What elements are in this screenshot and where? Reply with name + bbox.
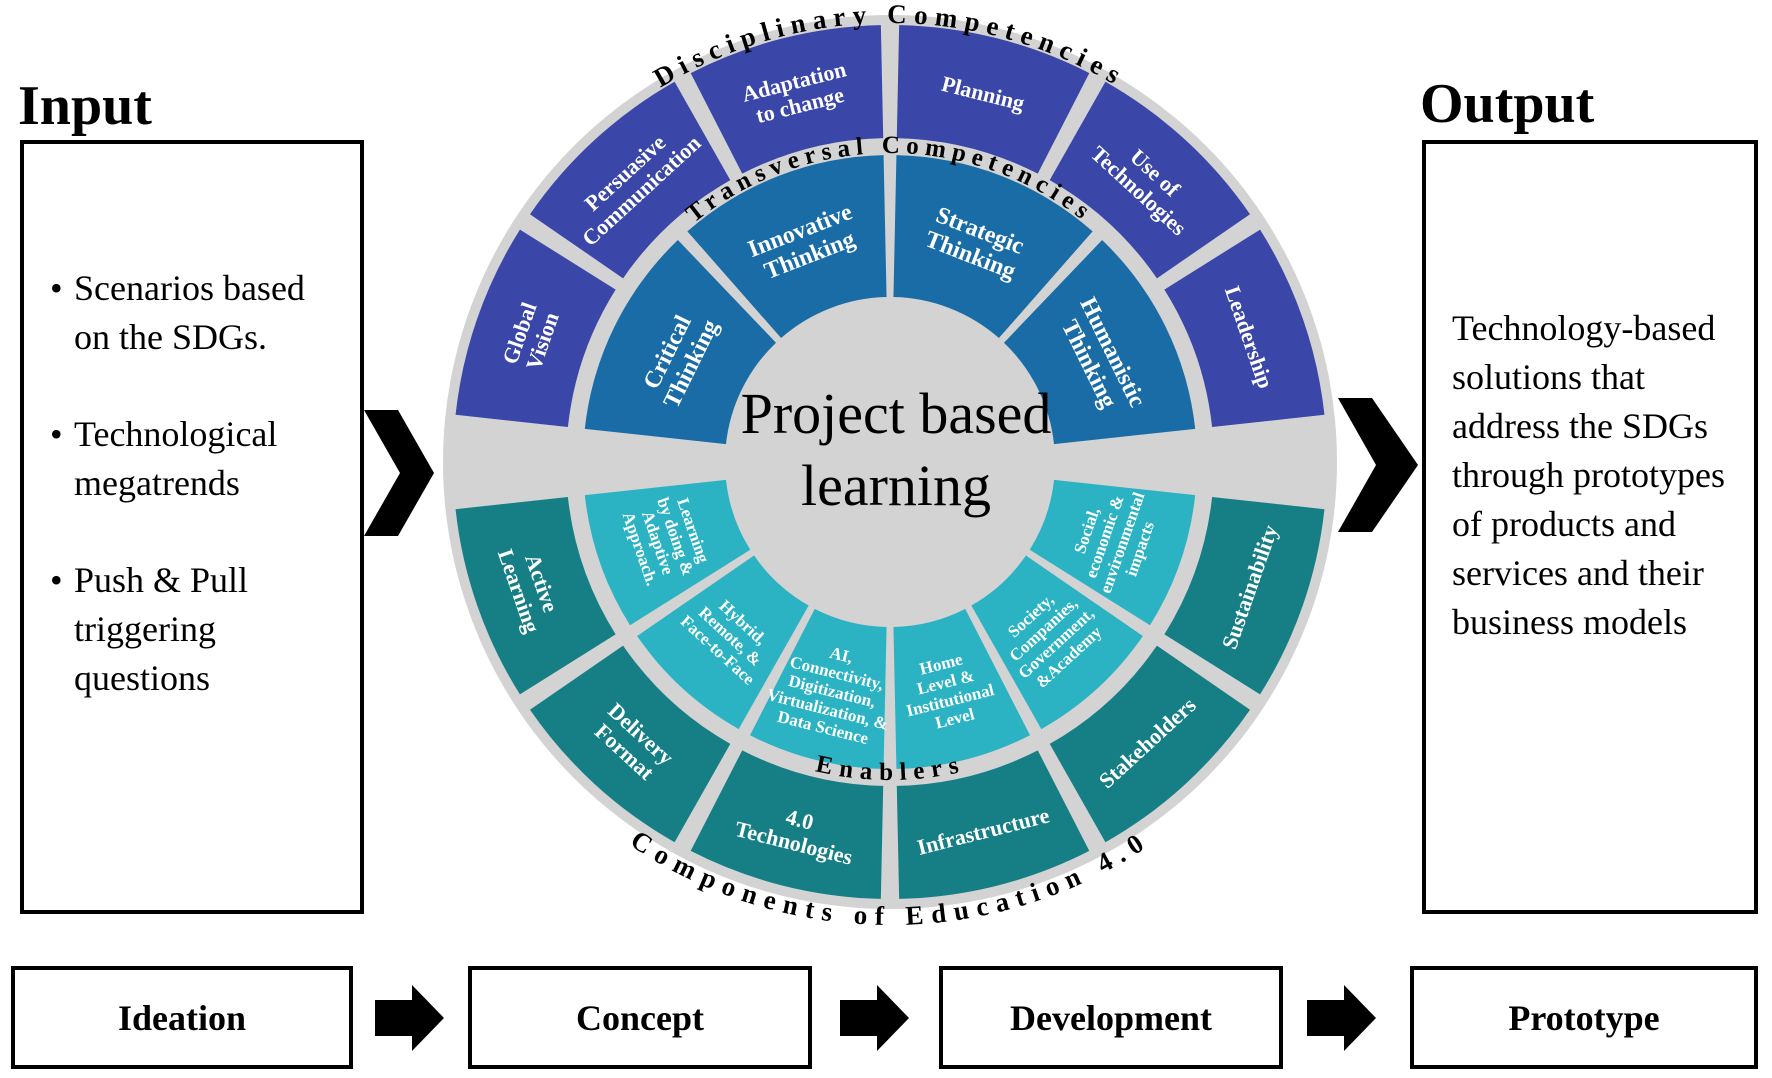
input-item: Technological megatrends (48, 410, 348, 508)
enabler-segment (893, 608, 1031, 769)
disciplinary-segment (455, 229, 616, 428)
component-segment (455, 496, 616, 695)
input-item: Push & Pull triggering questions (48, 556, 348, 703)
input-list: Scenarios based on the SDGs. Technologic… (48, 264, 348, 751)
enabler-segment (637, 555, 809, 730)
component-segment (690, 750, 884, 899)
enabler-segment (1029, 479, 1196, 626)
output-chevron-icon (1338, 398, 1418, 532)
enabler-label: HomeLevel &InstitutionalLevel (895, 644, 1001, 739)
stage-arrow-icon (840, 985, 909, 1051)
disciplinary-segment (896, 25, 1090, 174)
stage-prototype: Prototype (1410, 966, 1758, 1069)
input-chevron-icon (364, 410, 434, 536)
transversal-segment (687, 155, 887, 339)
wheel-segments (455, 25, 1325, 899)
input-item: Scenarios based on the SDGs. (48, 264, 348, 362)
stage-arrow-icon (375, 985, 444, 1051)
stage-concept: Concept (468, 966, 812, 1069)
component-segment (1164, 496, 1325, 695)
component-segment (1049, 645, 1250, 843)
input-box: Scenarios based on the SDGs. Technologic… (20, 140, 364, 914)
center-title-line1: Project based (741, 381, 1052, 446)
output-heading: Output (1420, 73, 1595, 135)
transversal-segment (1003, 240, 1196, 445)
outer-gray-ring (443, 15, 1337, 909)
enabler-label: AI,Connectivity,Digitization,Virtualizat… (761, 631, 904, 752)
stage-ideation: Ideation (11, 966, 353, 1069)
transversal-segment (584, 240, 777, 445)
enabler-segment (749, 608, 887, 769)
component-segment (530, 645, 731, 843)
disciplinary-segment (1164, 229, 1325, 428)
disciplinary-segment (530, 81, 731, 279)
enabler-segment (971, 555, 1143, 730)
input-heading: Input (18, 75, 152, 137)
stage-arrow-icon (1307, 985, 1376, 1051)
output-box: Technology-based solutions that address … (1422, 140, 1758, 914)
disciplinary-segment (690, 25, 884, 174)
stage-development: Development (939, 966, 1283, 1069)
enabler-segment (584, 479, 751, 626)
transversal-segment (893, 155, 1093, 339)
disciplinary-segment (1049, 81, 1250, 279)
center-title-line2: learning (801, 453, 991, 518)
output-text: Technology-based solutions that address … (1452, 308, 1725, 642)
component-segment (896, 750, 1090, 899)
